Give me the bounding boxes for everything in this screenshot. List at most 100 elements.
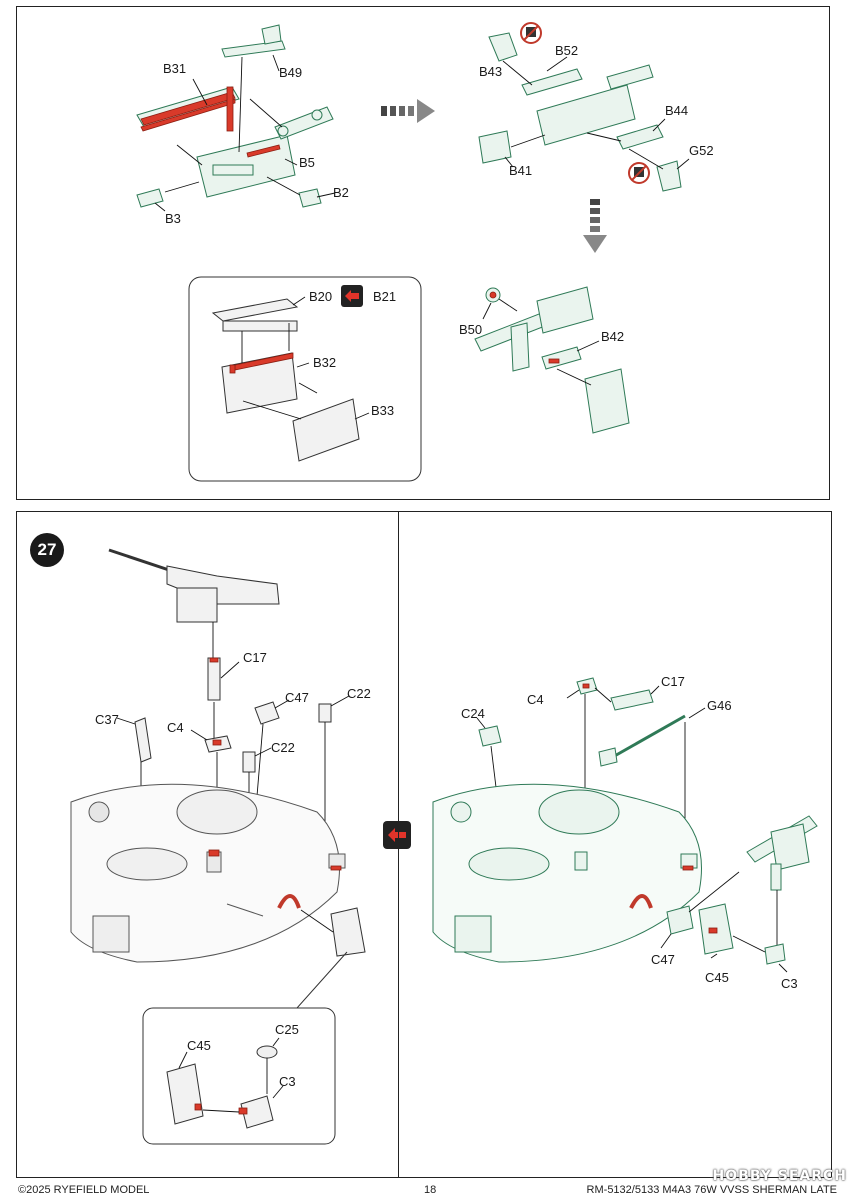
leader-b33 <box>354 412 370 420</box>
glue-b31-side <box>226 86 234 132</box>
leader-b5 <box>284 158 298 166</box>
part-g46-base <box>598 747 618 767</box>
leader-g52 <box>676 158 690 170</box>
right-panel-drawing <box>432 677 818 973</box>
glue-c45-green <box>708 927 718 934</box>
leader-c45 <box>710 953 718 959</box>
arrow-c45 <box>300 909 334 933</box>
arrow-b2 <box>266 176 301 196</box>
part-b42 <box>541 346 582 370</box>
mg-assembly-exploded <box>478 32 690 192</box>
right-panel-labels: C4 C17 C24 G46 C47 C45 C3 <box>461 674 798 991</box>
label-b32: B32 <box>313 355 336 370</box>
label-b52: B52 <box>555 43 578 58</box>
loader-hatch-green <box>468 847 550 881</box>
leader-c4 <box>566 689 580 699</box>
arrow-b43 <box>502 60 533 86</box>
part-mg-post <box>510 322 530 372</box>
label-c37: C37 <box>95 712 119 727</box>
periscope-green <box>450 801 472 823</box>
arrow-b49 <box>238 56 243 153</box>
arrow-c3 <box>732 935 766 953</box>
label-b50: B50 <box>459 322 482 337</box>
part-ammo-box <box>584 368 630 434</box>
leader-b44 <box>652 118 666 132</box>
glue-b31-b <box>140 98 236 132</box>
no-glue-icon <box>628 162 650 184</box>
label-c24: C24 <box>461 706 485 721</box>
part-b3 <box>136 188 164 208</box>
watermark-logo: HOBBY SEARCH <box>712 1168 847 1184</box>
arrow-c3-c45 <box>202 1109 240 1113</box>
part-mg-barrel <box>606 64 654 90</box>
label-c3: C3 <box>279 1074 296 1089</box>
leader-b41 <box>504 156 514 168</box>
label-b33: B33 <box>371 403 394 418</box>
arrow-b31 <box>176 144 203 166</box>
part-c37 <box>134 717 152 763</box>
glue-c45-mount-green <box>629 894 653 909</box>
part-b44 <box>616 124 664 150</box>
part-c17 <box>610 689 654 711</box>
label-c47: C47 <box>651 952 675 967</box>
part-c47 <box>254 701 280 725</box>
part-barrel-ring-a <box>277 125 289 137</box>
leader-g46 <box>688 707 706 719</box>
part-mg-body <box>536 84 636 146</box>
part-mg-receiver-final <box>536 286 594 334</box>
label-b42: B42 <box>601 329 624 344</box>
leader-b52 <box>546 56 568 72</box>
part-c3 <box>240 1095 274 1129</box>
label-b21: B21 <box>373 289 396 304</box>
part-g46 <box>610 714 686 760</box>
leader-c17 <box>220 661 240 679</box>
loader-hatch <box>106 847 188 881</box>
leader-c3 <box>272 1085 284 1099</box>
leader-c3 <box>778 963 788 973</box>
part-barrel-ring-b <box>311 109 323 121</box>
label-c45: C45 <box>187 1038 211 1053</box>
label-b43: B43 <box>479 64 502 79</box>
left-panel-labels: C17 C37 C4 C47 C22 C22 C45 C25 C3 <box>95 650 371 1089</box>
alternative-swap-icon <box>383 821 411 849</box>
part-c3 <box>764 943 786 965</box>
mg-mount-post-green <box>574 851 588 871</box>
leader-c47 <box>660 933 672 949</box>
label-c47: C47 <box>285 690 309 705</box>
part-c45 <box>166 1063 204 1125</box>
no-glue-icon <box>520 22 542 44</box>
leader-b32 <box>296 362 310 368</box>
glue-c22-green <box>682 865 694 871</box>
arrow-down-icon <box>583 199 607 253</box>
mg-mounted-assembly <box>108 548 280 658</box>
leader-c25 <box>272 1037 280 1047</box>
glue-c45 <box>194 1103 202 1111</box>
part-c47 <box>666 905 694 935</box>
arrow-c47 <box>688 871 740 913</box>
part-b49-tab <box>261 24 282 45</box>
alternative-swap-icon <box>341 285 363 307</box>
part-c24 <box>478 725 502 747</box>
glue-c45-mount <box>277 894 301 909</box>
label-b5: B5 <box>299 155 315 170</box>
glue-b50 <box>489 291 497 299</box>
glue-c4 <box>212 739 222 746</box>
part-g52 <box>656 160 682 192</box>
glue-c22-b <box>330 865 342 871</box>
label-b41: B41 <box>509 163 532 178</box>
leader-b20 <box>292 296 306 306</box>
mg-assembly-final <box>474 286 630 434</box>
arrow-b41 <box>510 134 546 148</box>
leader-c22-b <box>330 695 350 707</box>
footer-copyright: ©2025 RYEFIELD MODEL <box>18 1184 150 1196</box>
glue-c17 <box>209 657 219 663</box>
arrow-c17 <box>594 687 612 703</box>
cupola <box>176 789 258 835</box>
arrow-right-icon <box>381 99 435 123</box>
glue-b5 <box>246 144 281 158</box>
mg-ammo-box <box>176 587 218 623</box>
periscope <box>88 801 110 823</box>
leader-c37 <box>116 717 136 725</box>
label-b44: B44 <box>665 103 688 118</box>
label-c22-b: C22 <box>347 686 371 701</box>
